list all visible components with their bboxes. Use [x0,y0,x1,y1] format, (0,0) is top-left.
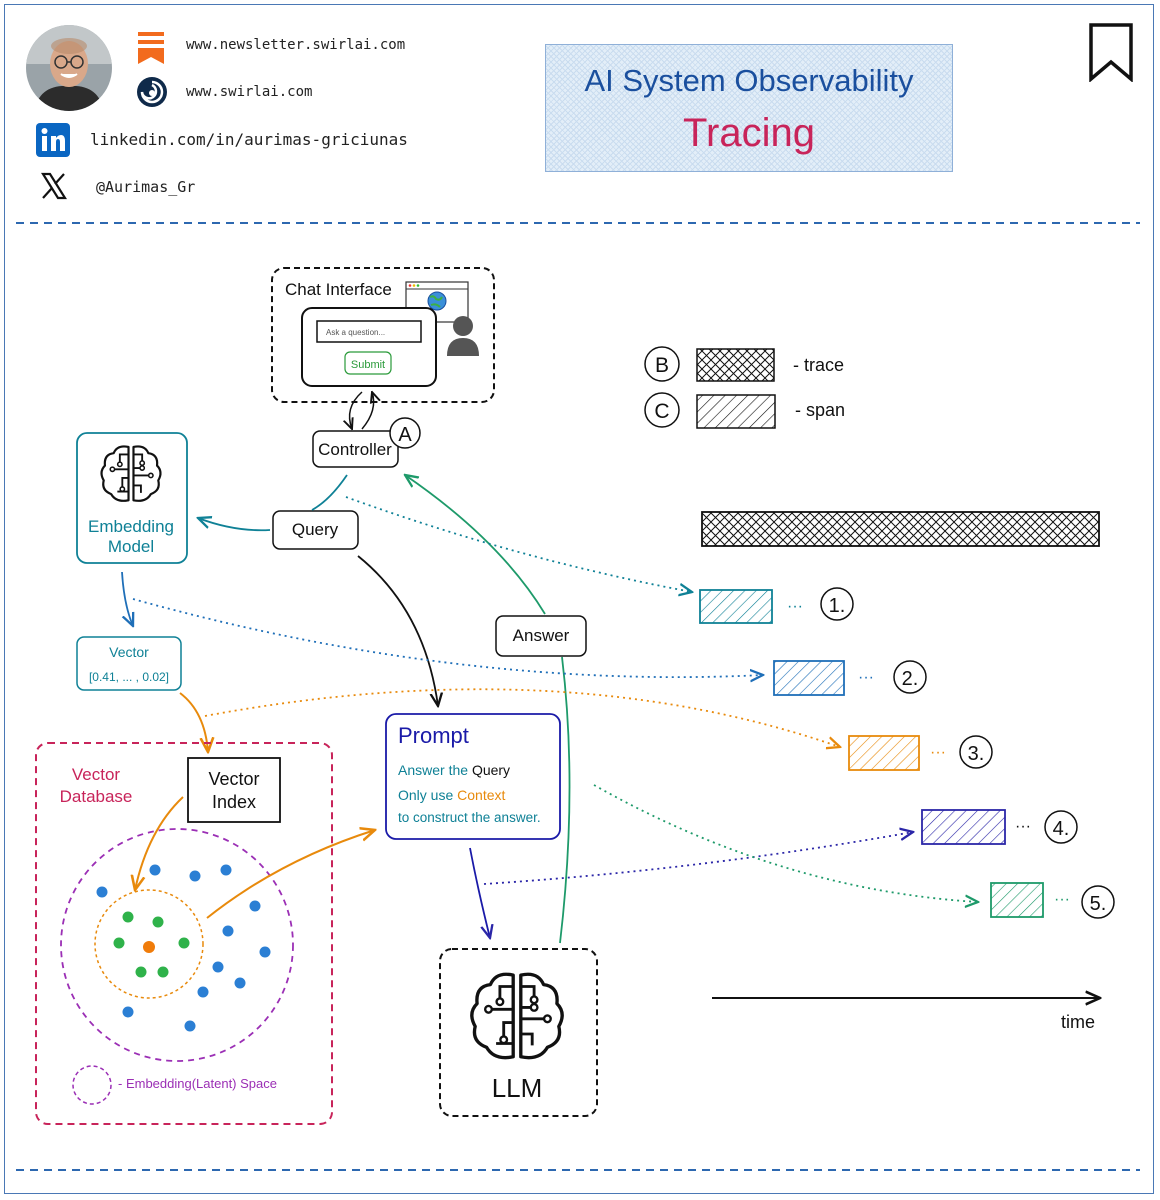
llm-label: LLM [492,1073,543,1103]
vector-node: Vector [0.41, ... , 0.02] [76,636,182,691]
span-3-number: 3. [968,743,985,765]
prompt-line-3: to construct the answer. [398,810,541,825]
span-2-ellipsis: ··· [858,669,874,686]
vindex-label-1: Vector [208,769,259,789]
link-span-1 [345,496,692,592]
legend-trace: B - trace [644,346,844,382]
title-box: AI System Observability Tracing [545,44,953,172]
prompt-title: Prompt [398,723,469,748]
page-title: AI System Observability [584,63,914,98]
prompt-node: Prompt Answer the Query Only use Context… [385,713,561,840]
arrow-vector-to-index [179,692,208,752]
page-subtitle: Tracing [683,111,815,155]
span-5-number: 5. [1090,893,1107,915]
span-1: ··· 1. [699,587,854,624]
legend-span-swatch [696,394,776,429]
legend-span-label: - span [795,400,845,420]
newsletter-icon [136,32,166,71]
vector-index-box [187,757,281,823]
vector-database: Vector Database Vector Index - Embedding… [35,742,375,1125]
span-1-number: 1. [829,595,846,617]
controller-node: Controller A [312,417,421,468]
controller-label: Controller [318,440,392,459]
vdb-label-2: Database [60,787,133,806]
arrow-index-to-neighbors [135,796,184,890]
query-point [143,941,155,953]
latent-legend-label: - Embedding(Latent) Space [118,1076,277,1091]
question-input[interactable] [316,320,422,343]
span-4-ellipsis: ··· [1015,818,1031,835]
embedding-label-1: Embedding [88,517,174,536]
legend-trace-label: - trace [793,355,844,375]
twitter-handle[interactable]: @Aurimas_Gr [96,178,196,196]
answer-label: Answer [513,626,570,645]
span-3: ··· 3. [848,735,993,771]
arrow-query-to-embedding [198,518,271,532]
avatar [24,24,114,112]
arrow-chat-to-controller [350,391,363,429]
user-icon [447,316,479,356]
query-label: Query [292,520,339,539]
chat-interface-title: Chat Interface [285,280,392,299]
chat-interface: Chat Interface Ask a question... Submit [271,267,495,403]
linkedin-link[interactable]: linkedin.com/in/aurimas-griciunas [90,130,408,149]
swirl-logo-icon [136,76,168,113]
legend-span-marker: C [654,400,669,423]
llm-node: LLM [439,948,598,1117]
linkedin-icon [36,123,70,162]
span-2-number: 2. [902,668,919,690]
prompt-line-1: Answer the Query [398,762,510,778]
question-placeholder: Ask a question... [326,328,385,337]
vector-value: [0.41, ... , 0.02] [89,670,169,684]
page-frame [4,4,1154,1194]
arrow-answer-to-controller [405,475,546,615]
controller-marker: A [398,424,412,446]
span-5-ellipsis: ··· [1054,891,1070,908]
vector-title: Vector [109,644,149,660]
vindex-label-2: Index [212,792,256,812]
newsletter-url[interactable]: www.newsletter.swirlai.com [186,37,406,53]
legend-trace-swatch [696,348,775,382]
span-4: ··· 4. [921,809,1078,845]
span-5: ··· 5. [990,882,1115,919]
submit-label: Submit [351,359,385,371]
arrow-controller-to-chat [361,392,374,430]
trace-bar [701,511,1100,547]
llm-brain-icon [470,972,564,1060]
submit-button[interactable] [344,351,392,375]
arrow-embedding-to-vector [121,571,133,626]
span-1-ellipsis: ··· [787,598,803,615]
site-url[interactable]: www.swirlai.com [186,84,313,100]
span-3-ellipsis: ··· [930,744,946,761]
time-axis-label: time [1061,1012,1095,1032]
latent-legend-circle [72,1065,112,1105]
prompt-line-2: Only use Context [398,787,505,803]
arrow-llm-to-answer [559,656,571,944]
arrow-prompt-to-llm [469,847,490,938]
blue-points [96,864,271,1032]
embedding-label-2: Model [108,537,154,556]
bookmark-icon[interactable] [1088,22,1134,87]
latent-space-circle [60,828,294,1062]
legend-trace-marker: B [655,354,669,377]
span-4-number: 4. [1053,818,1070,840]
link-span-3 [204,688,840,747]
span-2: ··· 2. [773,660,927,696]
link-span-5 [593,784,978,902]
legend-span: C - span [644,392,845,429]
answer-node: Answer [495,615,587,657]
link-span-4 [483,832,913,885]
x-logo-icon [40,172,68,205]
query-node: Query [272,510,359,550]
neighborhood-circle [94,889,204,999]
arrow-controller-to-query [311,474,348,511]
embedding-model-node: Embedding Model [76,432,188,564]
green-points [113,911,190,978]
arrow-context-to-prompt [206,830,375,919]
link-span-2 [132,598,763,677]
arrow-query-to-prompt [357,555,438,706]
vdb-label-1: Vector [72,765,121,784]
